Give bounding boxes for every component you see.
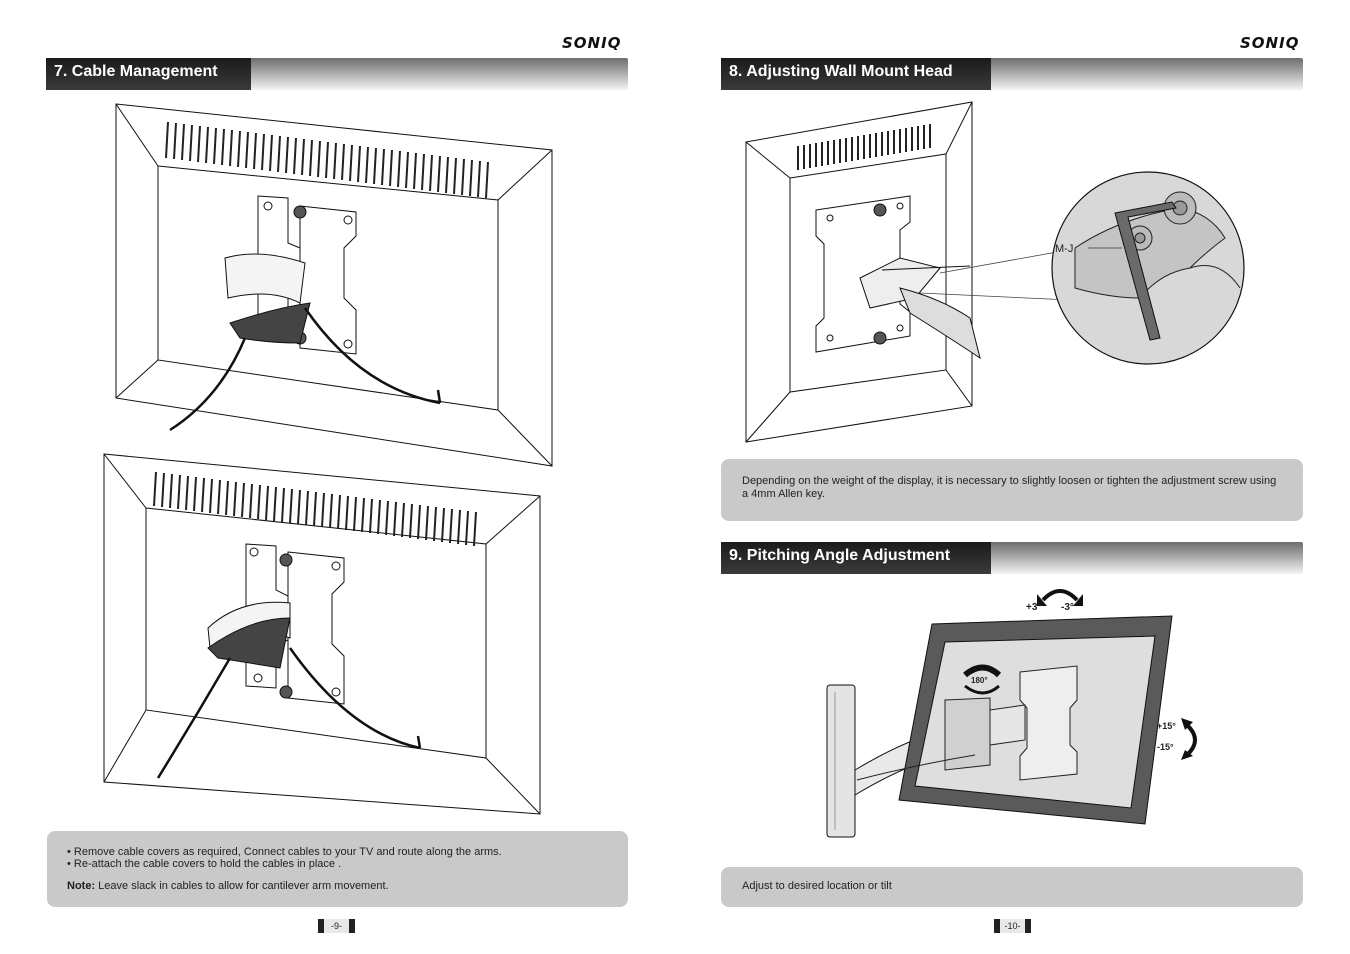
- instruction-line-1: • Remove cable covers as required, Conne…: [67, 846, 502, 858]
- section-header-wall-mount-head: 8. Adjusting Wall Mount Head: [721, 58, 1303, 90]
- note-line: Note: Leave slack in cables to allow for…: [67, 880, 389, 892]
- wall-mount-instruction-text: Depending on the weight of the display, …: [742, 475, 1277, 500]
- page-number: -10-: [994, 919, 1031, 933]
- section-header-cable-management: 7. Cable Management: [46, 58, 628, 90]
- tilt-instruction-text: Adjust to desired location or tilt: [742, 880, 892, 892]
- tilt-instructions-box: Adjust to desired location or tilt: [721, 867, 1303, 907]
- angle-label-minus15: -15°: [1157, 742, 1174, 752]
- angle-label-plus3: +3°: [1026, 602, 1042, 613]
- angle-label-180: 180°: [971, 676, 988, 685]
- angle-label-minus3: -3°: [1061, 602, 1074, 613]
- section-title: 8. Adjusting Wall Mount Head: [721, 58, 991, 90]
- brand-logo: SONIQ: [1240, 34, 1300, 52]
- left-page: SONIQ 7. Cable Management: [46, 34, 628, 933]
- pitching-angle-illustration: [826, 589, 1197, 838]
- wall-mount-head-illustration: [745, 101, 1245, 443]
- angle-label-plus15: +15°: [1157, 721, 1176, 731]
- right-page: SONIQ 8. Adjusting Wall Mount Head: [675, 0, 1350, 954]
- note-text: Leave slack in cables to allow for canti…: [95, 880, 389, 892]
- page-number: -9-: [318, 919, 355, 933]
- section-header-pitching-angle: 9. Pitching Angle Adjustment: [721, 542, 1303, 574]
- callout-label-mj: M-J: [1055, 243, 1074, 255]
- note-label: Note:: [67, 880, 96, 892]
- section-title: 9. Pitching Angle Adjustment: [721, 542, 991, 574]
- brand-logo: SONIQ: [562, 34, 622, 52]
- section-title: 7. Cable Management: [46, 58, 251, 90]
- wall-mount-instructions-box: Depending on the weight of the display, …: [721, 459, 1303, 521]
- cable-illustration-bottom: [103, 453, 541, 815]
- instruction-line-2: • Re-attach the cable covers to hold the…: [67, 858, 342, 870]
- cable-instructions-box: • Remove cable covers as required, Conne…: [47, 831, 628, 907]
- cable-illustration-top: [115, 103, 553, 467]
